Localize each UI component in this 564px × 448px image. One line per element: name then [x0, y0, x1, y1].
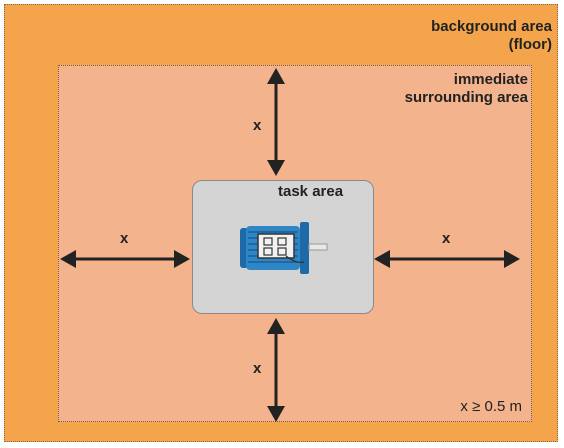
double-arrow-icon [374, 250, 520, 268]
distance-x-label-left: x [120, 230, 129, 247]
distance-x-label-top: x [253, 117, 262, 134]
surrounding-area-label: immediate surrounding area [404, 71, 528, 106]
double-arrow-icon [267, 68, 285, 176]
distance-x-label-bottom: x [253, 360, 262, 377]
electric-motor-icon [240, 222, 328, 274]
double-arrow-icon [267, 318, 285, 422]
task-area-label: task area [278, 183, 344, 200]
distance-x-label-right: x [442, 230, 451, 247]
distance-condition-label: x ≥ 0.5 m [460, 398, 522, 415]
background-area-label: background area (floor) [431, 18, 552, 53]
double-arrow-icon [60, 250, 190, 268]
